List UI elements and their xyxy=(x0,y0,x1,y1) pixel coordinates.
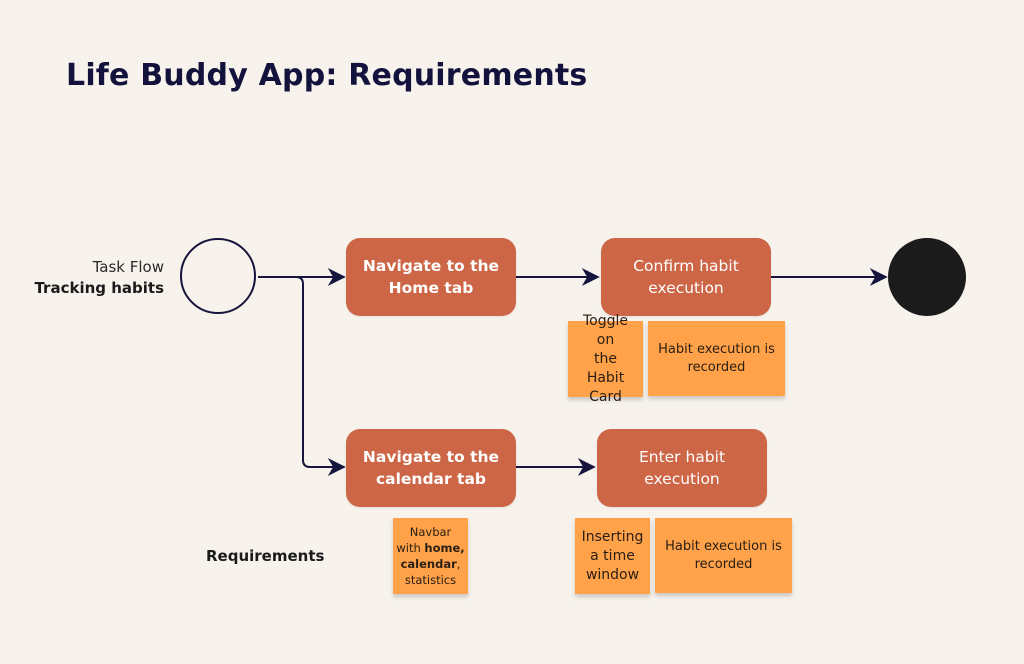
sticky-habit-recorded-2: Habit execution is recorded xyxy=(655,518,792,593)
step-navigate-calendar: Navigate to the calendar tab xyxy=(346,429,516,507)
sticky-text: Toggle on the Habit Card xyxy=(582,312,628,405)
task-flow-name: Tracking habits xyxy=(34,279,164,297)
sticky-text: Habit execution is recorded xyxy=(658,341,775,375)
step-label: Confirm habit execution xyxy=(633,257,739,297)
page-title: Life Buddy App: Requirements xyxy=(66,58,588,93)
sticky-toggle-habit-card: Toggle on the Habit Card xyxy=(568,313,643,405)
sticky-habit-recorded-1: Habit execution is recorded xyxy=(648,321,785,396)
sticky-text: Habit execution is recorded xyxy=(665,538,782,572)
step-navigate-home: Navigate to the Home tab xyxy=(346,238,516,316)
task-flow-label: Task Flow xyxy=(92,258,164,276)
navbar-line: Navbar xyxy=(409,525,452,539)
sticky-text: Inserting a time window xyxy=(581,528,644,583)
requirements-label: Requirements xyxy=(206,547,325,565)
navbar-rest: , statistics xyxy=(404,557,461,587)
arrow-start-to-calendar xyxy=(295,276,346,476)
navbar-calendar: calendar xyxy=(400,557,457,571)
navbar-with: with xyxy=(396,541,425,555)
step-confirm-habit-execution: Confirm habit execution xyxy=(601,238,771,316)
sticky-inserting-time-window: Inserting a time window xyxy=(575,518,650,594)
start-node xyxy=(180,238,256,314)
sticky-navbar: Navbar with home, calendar, statistics xyxy=(393,518,468,594)
step-label: Navigate to the Home tab xyxy=(362,257,500,297)
step-label: Enter habit execution xyxy=(638,448,726,488)
step-label: Navigate to the calendar tab xyxy=(362,448,500,488)
step-enter-habit-execution: Enter habit execution xyxy=(597,429,767,507)
navbar-home: home, xyxy=(424,541,465,555)
sticky-text: Navbar with home, calendar, statistics xyxy=(396,524,465,588)
end-node xyxy=(888,238,966,316)
